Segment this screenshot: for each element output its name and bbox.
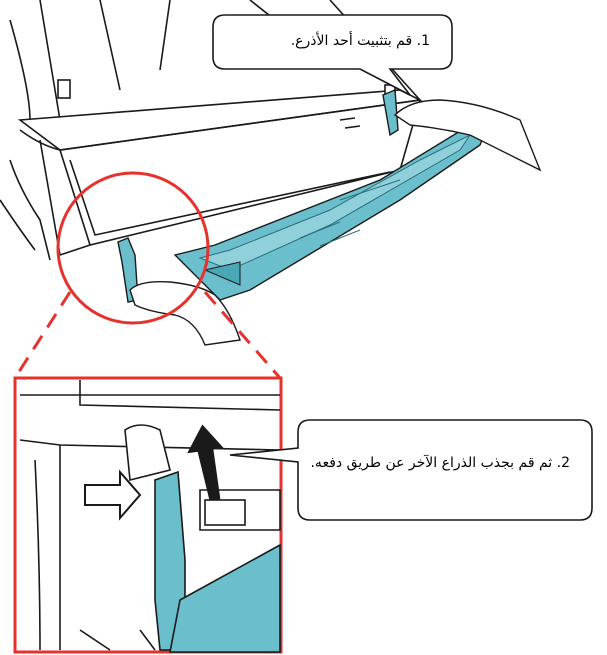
scanner-body [0, 0, 423, 261]
callout-1-bubble [212, 14, 453, 96]
stacker-arm-right [382, 88, 399, 137]
callout-2-bubble [229, 419, 593, 521]
stacker-tray [173, 118, 492, 301]
detail-stacker-tray [169, 543, 281, 653]
hand-right [393, 99, 542, 172]
push-arrow-icon [84, 469, 142, 521]
pull-arrow-icon [187, 424, 224, 501]
callout-2-text: 2. ثم قم بجذب الذراع الآخر عن طريق دفعه. [310, 455, 570, 471]
callout-1-text: 1. قم بتثبيت أحد الأذرع. [290, 33, 430, 49]
highlight-circle [56, 171, 210, 325]
detail-scanner [19, 380, 281, 651]
zoom-connector [13, 291, 282, 379]
